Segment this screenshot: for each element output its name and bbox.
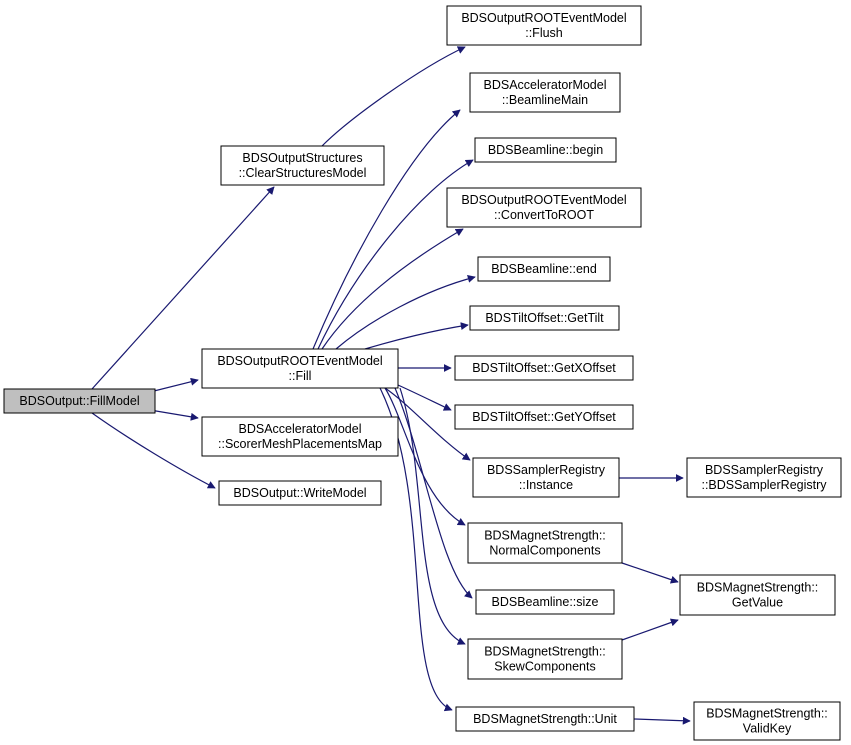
node-box [693,701,841,741]
node-label-line: BDSMagnetStrength:: [697,581,819,595]
node-label-line: BDSTiltOffset::GetYOffset [472,410,616,424]
edge-event-fill-to-beamline-main [312,109,461,350]
edge-event-fill-to-normal-comp [384,387,466,526]
node-label-line: ::BDSSamplerRegistry [701,478,827,492]
node-get-value[interactable]: BDSMagnetStrength::GetValue [679,574,836,616]
edge-event-fill-to-get-yoffset [397,384,452,411]
node-label-line: ::ScorerMeshPlacementsMap [218,437,382,451]
node-get-xoffset[interactable]: BDSTiltOffset::GetXOffset [454,355,634,381]
node-box [218,480,382,506]
edge-event-fill-to-bl-end [335,274,476,350]
node-label-line: SkewComponents [494,660,595,674]
node-box [201,416,399,457]
node-box [467,638,623,680]
node-box [446,187,642,228]
edge-event-fill-to-get-tilt [364,322,469,350]
node-label-line: BDSBeamline::size [492,595,599,609]
node-label-line: GetValue [732,596,783,610]
node-beamline-main[interactable]: BDSAcceleratorModel::BeamlineMain [469,72,621,113]
node-label-line: BDSTiltOffset::GetXOffset [472,361,616,375]
node-label-line: BDSOutputStructures [242,151,362,165]
node-normal-comp[interactable]: BDSMagnetStrength::NormalComponents [467,522,623,564]
edge-event-fill-to-skew-comp [399,387,466,645]
node-label-line: BDSOutputROOTEventModel [461,193,626,207]
node-box [201,348,399,389]
node-sampler-ctor[interactable]: BDSSamplerRegistry::BDSSamplerRegistry [686,457,842,498]
node-box [469,72,621,113]
edge-event-fill-to-instance [384,387,471,461]
edge-event-fill-to-convert-root [321,228,464,350]
node-label-line: BDSBeamline::begin [488,143,603,157]
node-box [467,522,623,564]
node-skew-comp[interactable]: BDSMagnetStrength::SkewComponents [467,638,623,680]
node-label-line: BDSMagnetStrength:: [484,645,606,659]
edge-skew-comp-to-get-value [621,618,679,641]
node-label-line: BDSSamplerRegistry [705,463,824,477]
node-box [472,457,620,498]
node-label-line: ::Fill [289,369,312,383]
node-label-line: ::Flush [525,26,563,40]
node-label-line: BDSOutputROOTEventModel [217,354,382,368]
node-convert-root[interactable]: BDSOutputROOTEventModel::ConvertToROOT [446,187,642,228]
node-instance[interactable]: BDSSamplerRegistry::Instance [472,457,620,498]
edge-unit-to-valid-key [633,716,691,725]
node-box [679,574,836,616]
node-flush[interactable]: BDSOutputROOTEventModel::Flush [446,5,642,46]
node-label-line: BDSSamplerRegistry [487,463,606,477]
node-event-fill[interactable]: BDSOutputROOTEventModel::Fill [201,348,399,389]
edge-clear-structures-to-flush [321,46,466,147]
node-box [477,256,611,282]
node-label-line: NormalComponents [489,544,600,558]
edge-normal-comp-to-get-value [621,562,679,584]
node-box [475,589,615,615]
node-label-line: ::BeamlineMain [502,93,588,107]
node-box [455,706,635,732]
node-label-line: ::Instance [519,478,573,492]
edge-fill-model-to-clear-structures [91,186,275,390]
edge-fill-model-to-event-fill [149,377,199,393]
node-box [446,5,642,46]
node-label-line: BDSBeamline::end [491,262,597,276]
node-label-line: ValidKey [743,722,792,736]
node-box [469,305,620,331]
node-label-line: BDSOutputROOTEventModel [461,11,626,25]
node-box [3,388,156,414]
call-edges [91,46,691,725]
node-unit[interactable]: BDSMagnetStrength::Unit [455,706,635,732]
node-label-line: BDSTiltOffset::GetTilt [485,311,604,325]
node-box [454,355,634,381]
node-box [474,137,617,163]
edge-event-fill-to-bl-size [394,387,473,599]
node-valid-key[interactable]: BDSMagnetStrength::ValidKey [693,701,841,741]
node-label-line: BDSOutput::WriteModel [233,486,366,500]
node-box [454,404,634,430]
node-clear-structures[interactable]: BDSOutputStructures::ClearStructuresMode… [220,145,385,186]
node-bl-begin[interactable]: BDSBeamline::begin [474,137,617,163]
node-bl-size[interactable]: BDSBeamline::size [475,589,615,615]
edge-event-fill-to-bl-begin [317,159,474,350]
node-label-line: ::ConvertToROOT [494,208,594,222]
node-box [220,145,385,186]
node-label-line: BDSMagnetStrength:: [706,707,828,721]
node-box [686,457,842,498]
node-label-line: ::ClearStructuresModel [239,166,367,180]
node-label-line: BDSAcceleratorModel [239,422,362,436]
node-get-yoffset[interactable]: BDSTiltOffset::GetYOffset [454,404,634,430]
node-get-tilt[interactable]: BDSTiltOffset::GetTilt [469,305,620,331]
node-scorer-map[interactable]: BDSAcceleratorModel::ScorerMeshPlacement… [201,416,399,457]
node-label-line: BDSOutput::FillModel [19,394,139,408]
node-write-model[interactable]: BDSOutput::WriteModel [218,480,382,506]
node-bl-end[interactable]: BDSBeamline::end [477,256,611,282]
node-label-line: BDSAcceleratorModel [484,78,607,92]
node-label-line: BDSMagnetStrength:: [484,529,606,543]
node-label-line: BDSMagnetStrength::Unit [473,712,617,726]
edge-fill-model-to-scorer-map [149,409,199,421]
function-nodes: BDSOutput::FillModel BDSOutputStructures:… [3,5,842,741]
node-fill-model[interactable]: BDSOutput::FillModel [3,388,156,414]
edge-fill-model-to-write-model [91,412,216,489]
